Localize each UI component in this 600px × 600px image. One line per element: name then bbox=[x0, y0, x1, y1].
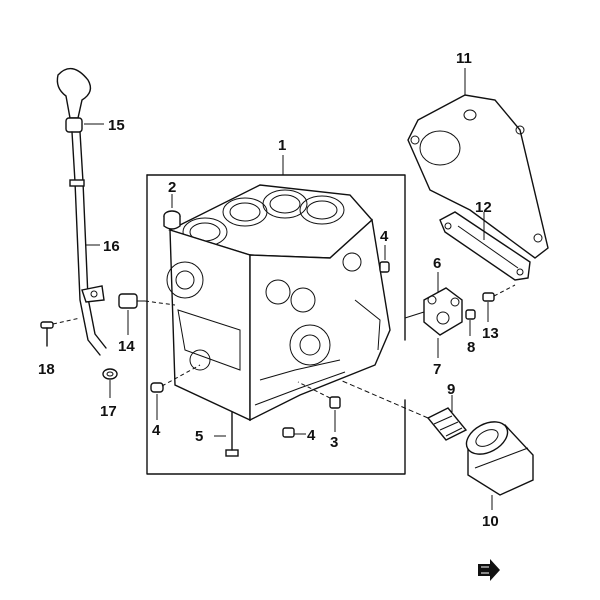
callout-9: 9 bbox=[447, 381, 455, 398]
callout-5: 5 bbox=[195, 428, 203, 445]
part-6-filter-stand bbox=[404, 272, 463, 336]
assembly-frame bbox=[146, 174, 406, 475]
callout-4-upper: 4 bbox=[380, 228, 389, 245]
callout-15: 15 bbox=[108, 117, 125, 134]
callout-12: 12 bbox=[475, 199, 492, 216]
callout-14: 14 bbox=[118, 338, 135, 355]
part-8-bolt bbox=[465, 309, 476, 336]
callout-2: 2 bbox=[168, 179, 176, 196]
part-13-bolt bbox=[482, 284, 516, 322]
part-4-plug-upper bbox=[379, 245, 390, 273]
part-2-plug bbox=[163, 194, 181, 230]
callout-3: 3 bbox=[330, 434, 338, 451]
callout-11: 11 bbox=[456, 50, 472, 67]
part-12-rear-cover bbox=[439, 211, 531, 281]
part-16-dipstick-tube bbox=[69, 131, 107, 356]
callout-4-left: 4 bbox=[152, 422, 161, 439]
callout-18: 18 bbox=[38, 361, 55, 378]
part-11-gasket bbox=[407, 68, 549, 259]
part-9-union-bolt bbox=[339, 379, 468, 441]
part-10-oil-filter bbox=[465, 421, 534, 510]
callout-1: 1 bbox=[278, 137, 286, 154]
part-18-bolt bbox=[40, 317, 81, 347]
part-4-plug-lower bbox=[282, 427, 306, 438]
cylinder-block bbox=[166, 184, 391, 422]
callout-10: 10 bbox=[482, 513, 499, 530]
part-14-oil-pressure-switch bbox=[118, 293, 176, 335]
part-17-o-ring bbox=[102, 368, 118, 398]
callout-13: 13 bbox=[482, 325, 499, 342]
callout-16: 16 bbox=[103, 238, 120, 255]
part-3-plug bbox=[297, 381, 341, 432]
callout-4-lower: 4 bbox=[307, 427, 316, 444]
callout-6: 6 bbox=[433, 255, 441, 272]
part-4-plug-left bbox=[150, 364, 201, 420]
callout-7: 7 bbox=[433, 361, 441, 378]
part-15-dipstick bbox=[56, 67, 104, 133]
arrow-icon bbox=[478, 559, 500, 581]
callout-8: 8 bbox=[467, 339, 475, 356]
callout-17: 17 bbox=[100, 403, 117, 420]
part-5-bolt bbox=[214, 411, 239, 457]
